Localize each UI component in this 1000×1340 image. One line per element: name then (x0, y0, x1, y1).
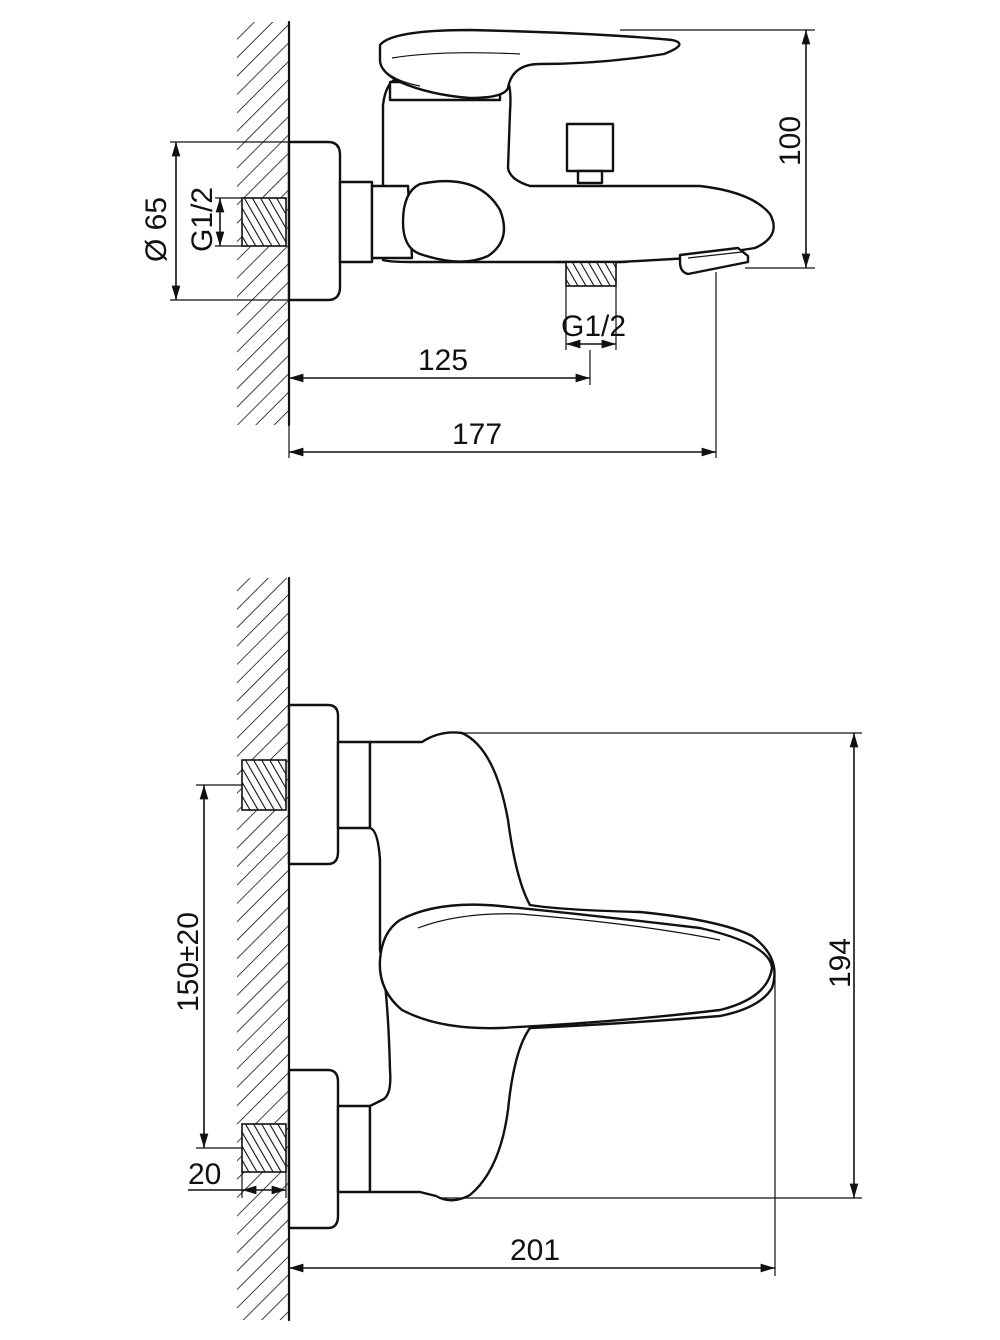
dim-thread-length: 20 (188, 1158, 287, 1198)
dim-spout-axis: 125 (289, 344, 591, 385)
spout-aerator-side (678, 246, 750, 276)
connection-nut-side (338, 180, 374, 264)
dim-total-height-label: 194 (824, 938, 857, 988)
dim-thread-length-label: 20 (188, 1158, 221, 1191)
dim-height-label: 100 (774, 116, 807, 166)
lever-handle-side (378, 28, 681, 100)
dim-center-distance: 150±20 (172, 784, 242, 1149)
shower-switch-button (565, 122, 615, 185)
dim-total-depth-front: 201 (288, 975, 776, 1276)
connection-nut-upper (336, 740, 372, 830)
dim-inlet-thread-label: G1/2 (186, 187, 219, 252)
diverter-handle-side (401, 180, 506, 263)
dim-inlet-thread: G1/2 (186, 187, 242, 252)
dim-spout-axis-label: 125 (418, 344, 468, 377)
front-view: 150±20 20 194 201 (172, 576, 862, 1322)
connection-nut-lower (336, 1104, 372, 1194)
dim-total-depth-front-label: 201 (510, 1234, 560, 1267)
dim-total-depth-side: 177 (288, 272, 717, 458)
dim-diameter: Ø 65 (140, 141, 289, 301)
side-view: Ø 65 G1/2 100 G1/2 125 (140, 20, 815, 458)
lever-handle-front (378, 903, 774, 1030)
wall-flange-side (287, 140, 342, 302)
dim-outlet-thread: G1/2 (561, 286, 626, 350)
dim-height: 100 (620, 29, 815, 269)
wall-flange-lower (287, 1068, 340, 1230)
dim-center-distance-label: 150±20 (172, 912, 205, 1012)
inlet-thread-upper (241, 759, 287, 811)
wall-front (237, 576, 291, 1322)
wall-flange-upper (287, 703, 340, 866)
dim-outlet-thread-label: G1/2 (561, 310, 626, 343)
dim-total-depth-side-label: 177 (452, 418, 502, 451)
dim-total-height: 194 (440, 732, 862, 1199)
inlet-thread-lower (241, 1123, 287, 1173)
dim-diameter-label: Ø 65 (140, 197, 173, 262)
shower-outlet-thread (554, 260, 628, 287)
